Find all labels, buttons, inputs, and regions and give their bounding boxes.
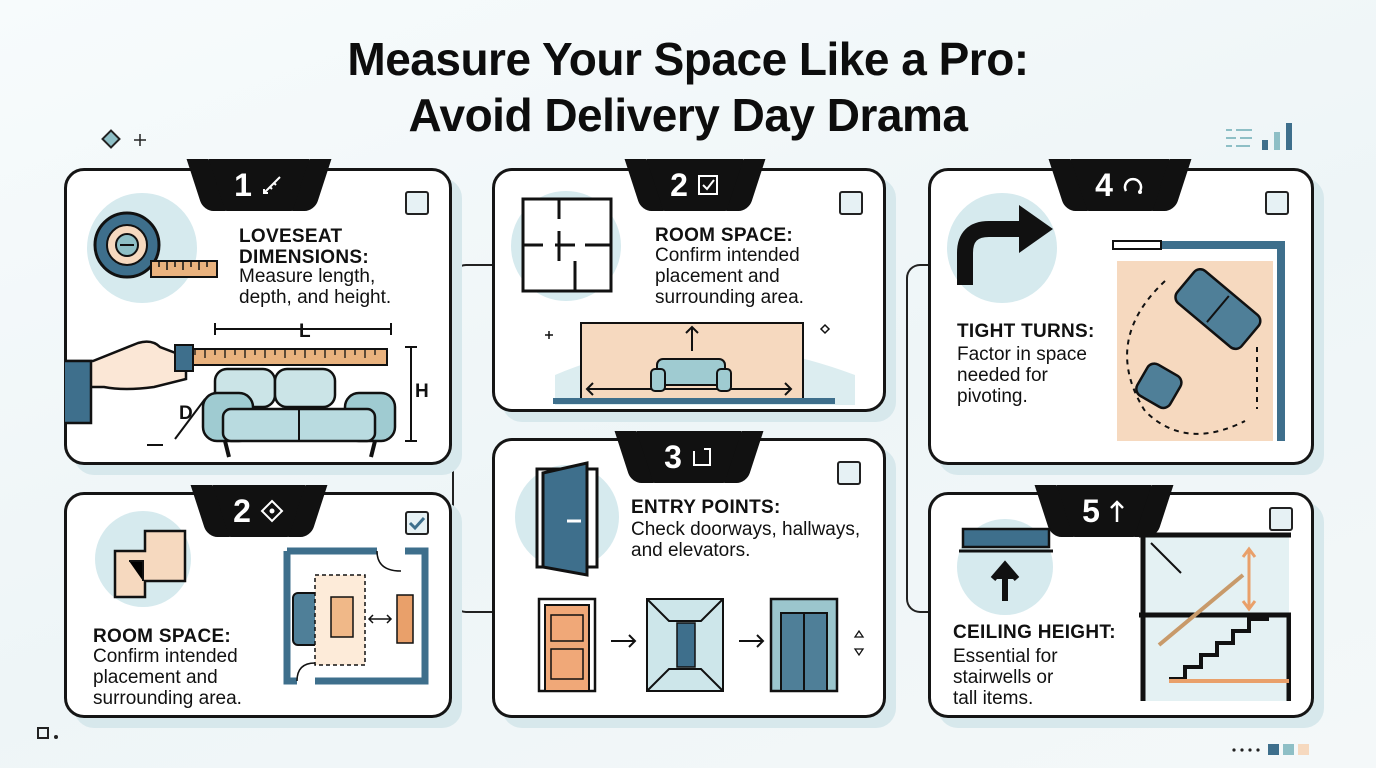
floor-plan-icon (521, 197, 613, 293)
card-text-line-1: Factor in space (957, 344, 1087, 365)
page-title-line-1: Measure Your Space Like a Pro: (347, 33, 1029, 85)
card-text-line-2: depth, and height. (239, 287, 392, 308)
step-badge: 5 (1057, 485, 1151, 537)
stairwell-illustration (1139, 532, 1291, 701)
card-heading: Loveseat Dimensions: (239, 226, 369, 268)
open-door-icon (535, 461, 599, 577)
rotate-icon (1123, 177, 1143, 194)
connector-line (906, 264, 930, 613)
room-placement-illustration (545, 322, 855, 405)
step-badge: 1 (209, 159, 309, 211)
step-checkbox[interactable] (839, 191, 863, 215)
step-number: 3 (664, 438, 682, 475)
target-icon (260, 499, 284, 523)
card-text-line-1: Measure length, (239, 266, 376, 287)
card-text-line-3: tall items. (953, 688, 1034, 709)
card-heading: Ceiling Height: (953, 622, 1116, 643)
card-text-line-2: placement and (93, 667, 218, 688)
step-checkbox[interactable] (1265, 191, 1289, 215)
step-checkbox-checked[interactable] (405, 511, 429, 535)
step-number: 2 (233, 492, 251, 529)
step-checkbox[interactable] (405, 191, 429, 215)
room-layout-icon (113, 529, 187, 599)
dimension-label-height: H (415, 381, 430, 402)
turn-arrow-icon (957, 205, 1053, 285)
step-badge: 3 (637, 431, 741, 483)
card-heading: Tight Turns: (957, 321, 1095, 342)
card-room-space-top: 2 Room Space: Confirm intended placement… (492, 159, 886, 412)
checkbox-icon (697, 175, 718, 195)
step-badge: 2 (647, 159, 743, 211)
card-text-line-3: surrounding area. (655, 287, 804, 308)
card-ceiling-height: 5 Ceiling Height: Essential for stairwel… (928, 485, 1314, 718)
checkmark-icon (408, 516, 426, 531)
card-text-line-3: surrounding area. (93, 688, 242, 709)
dimension-label-length: L (299, 321, 311, 342)
mini-chart-decoration-icon (1226, 123, 1292, 150)
loveseat-measurement-illustration (65, 323, 417, 458)
card-entry-points: 3 Entry Points: Check doorways, hallways… (492, 431, 886, 718)
entry-sequence-illustration (537, 597, 865, 693)
card-text-line-1: Confirm intended (93, 646, 238, 667)
card-text-line-1: Confirm intended (655, 245, 800, 266)
card-heading: Room Space: (655, 225, 794, 246)
card-heading: Room Space: (93, 626, 232, 647)
dimension-label-depth: D (179, 403, 194, 424)
card-text-line-2: and elevators. (631, 540, 751, 561)
card-heading: Entry Points: (631, 497, 781, 518)
card-tight-turns: 4 Tight Turns: Factor in space needed fo… (928, 159, 1314, 465)
card-text-line-2: stairwells or (953, 667, 1054, 688)
step-badge: 2 (213, 485, 305, 537)
connector-line (452, 264, 492, 613)
up-arrow-icon (1110, 500, 1124, 522)
step-number: 2 (670, 166, 688, 203)
card-text-line-2: placement and (655, 266, 780, 287)
ruler-icon (262, 176, 281, 194)
step-checkbox[interactable] (837, 461, 861, 485)
card-text-line-2: needed for (957, 365, 1048, 386)
card-loveseat-dimensions: 1 Loveseat Dimensions: Measure length, d… (64, 159, 452, 465)
step-checkbox[interactable] (1269, 507, 1293, 531)
page-title-line-2: Avoid Delivery Day Drama (408, 89, 968, 141)
room-plan-illustration (283, 547, 429, 685)
card-room-space-bottom: 2 Room Space: Confirm intended placement… (64, 485, 452, 718)
dots-decoration-icon (1232, 744, 1309, 755)
sparkle-decoration-icon (101, 129, 146, 149)
card-text-line-3: pivoting. (957, 386, 1028, 407)
card-text-line-1: Check doorways, hallways, (631, 519, 861, 540)
corner-arrow-icon (692, 448, 711, 466)
step-number: 5 (1082, 492, 1100, 529)
pivot-illustration (1112, 240, 1285, 441)
step-badge: 4 (1071, 159, 1169, 211)
ceiling-icon (959, 527, 1053, 601)
tape-measure-icon (93, 211, 218, 279)
small-mark-decoration-icon (37, 727, 58, 739)
step-number: 4 (1095, 166, 1113, 203)
step-number: 1 (234, 166, 252, 203)
card-text-line-1: Essential for (953, 646, 1058, 667)
